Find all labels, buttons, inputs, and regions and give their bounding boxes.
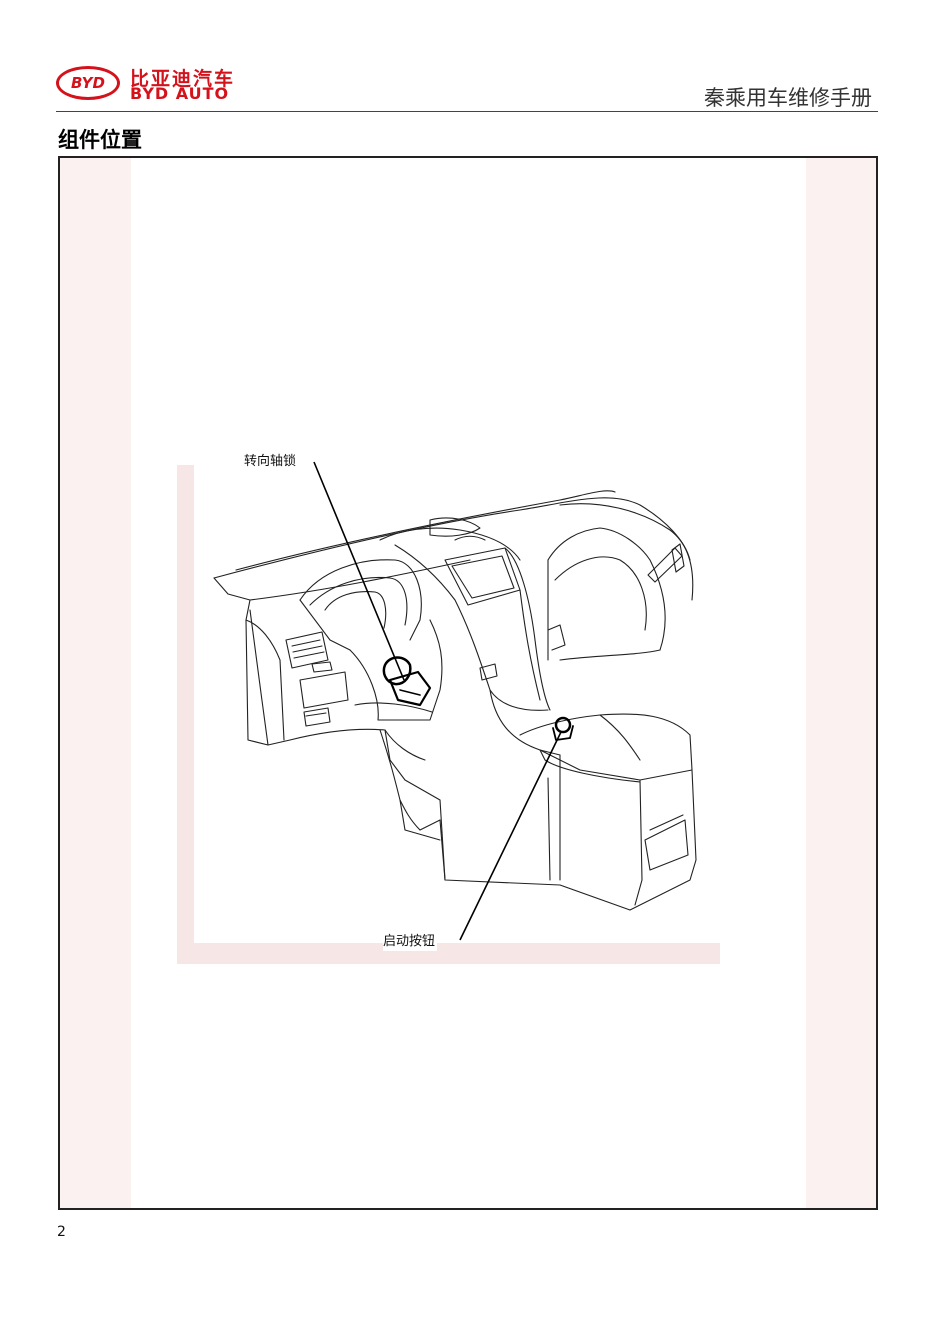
- byd-oval-emblem: BYD: [56, 66, 120, 100]
- byd-auto-logo: BYD 比亚迪汽车 BYD AUTO: [56, 64, 246, 108]
- frame-right-margin: [806, 158, 876, 1208]
- frame-content-area: [131, 158, 806, 1208]
- logo-brand-en: BYD AUTO: [130, 84, 230, 103]
- header-divider: [56, 111, 878, 112]
- logo-mark-text: BYD: [71, 74, 105, 92]
- manual-title: 秦乘用车维修手册: [704, 86, 872, 110]
- frame-left-margin: [60, 158, 131, 1208]
- logo-brand-cn: 比亚迪汽车: [130, 68, 236, 90]
- section-title: 组件位置: [58, 128, 142, 152]
- figure-frame: [58, 156, 878, 1210]
- page-number: 2: [57, 1224, 66, 1240]
